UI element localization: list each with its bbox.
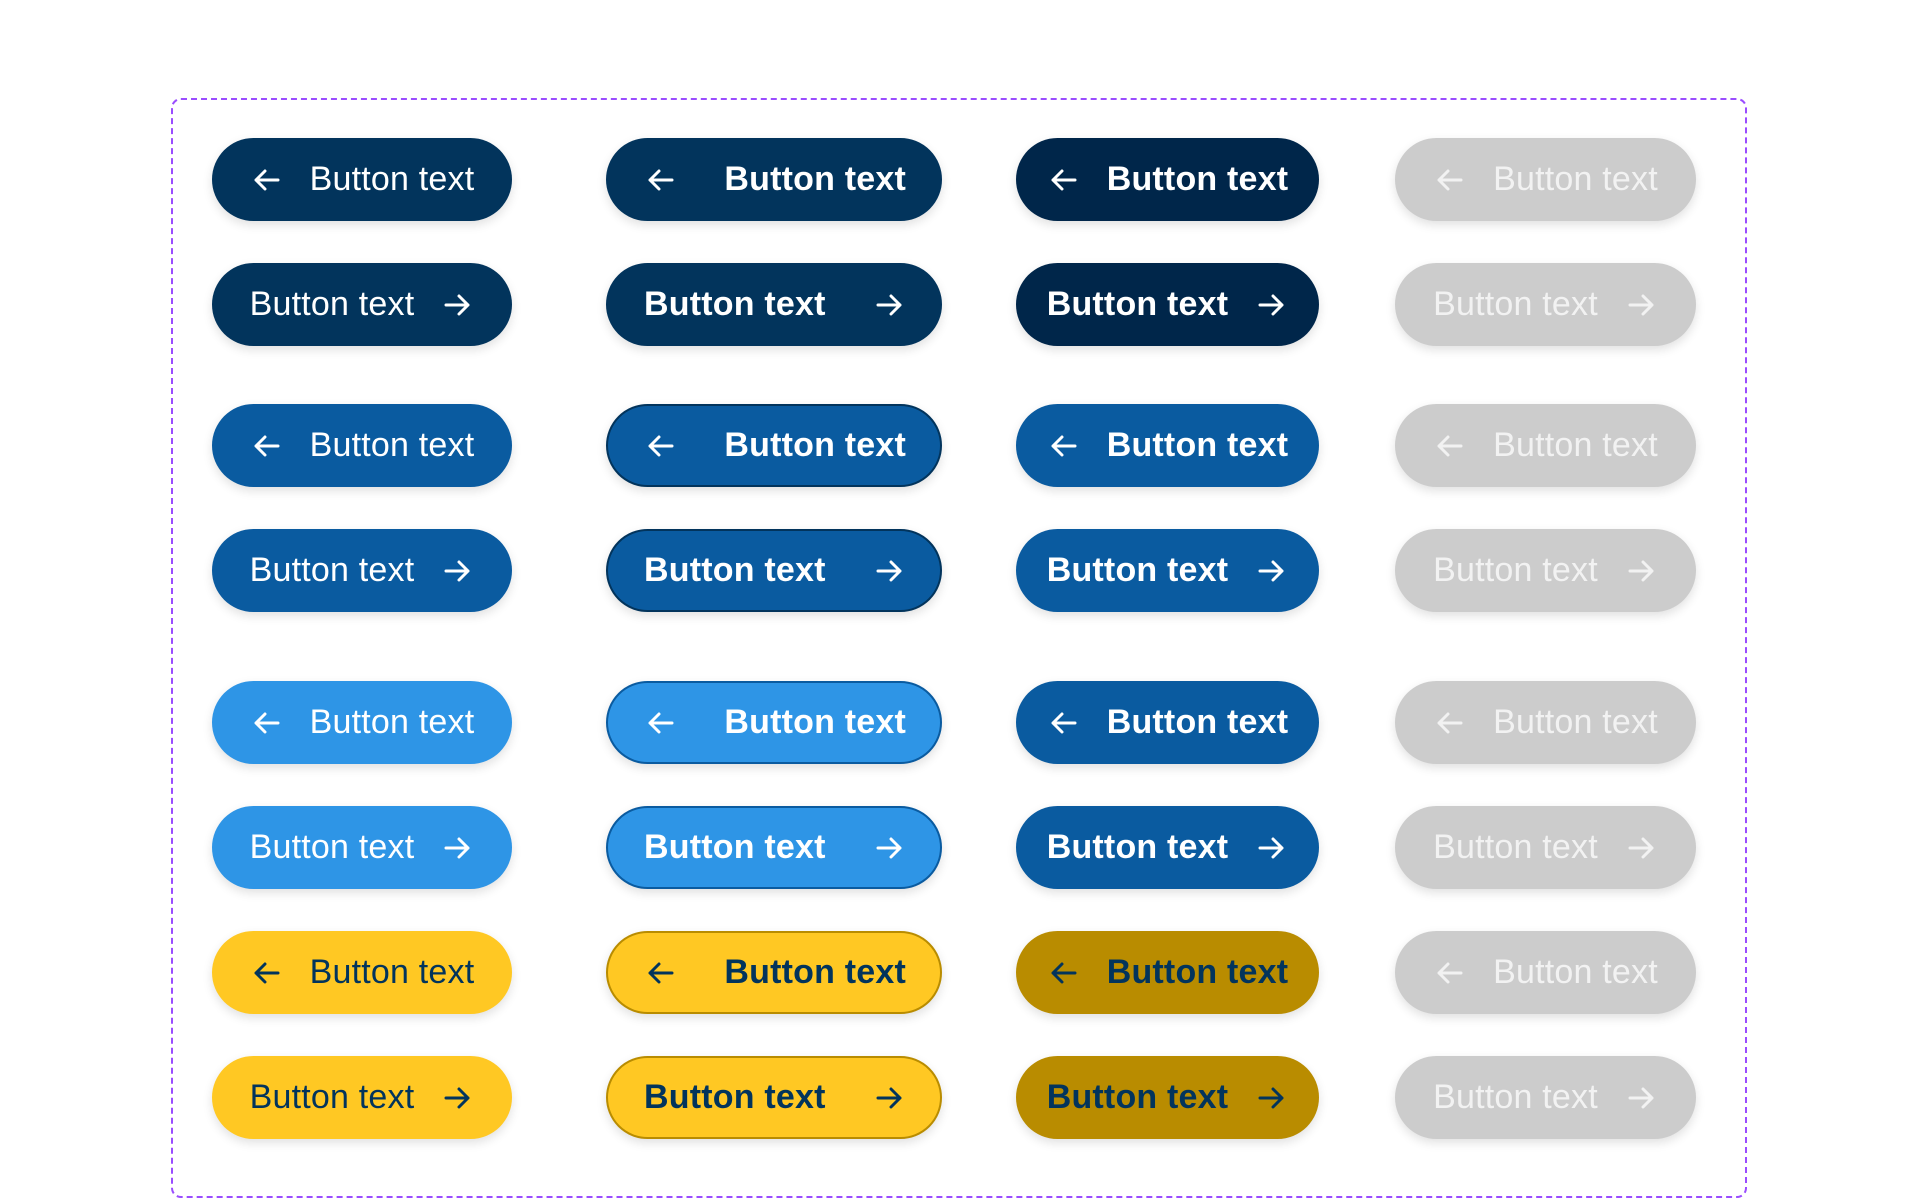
primary-outlined-button-arrow-left[interactable]: Button text: [606, 404, 942, 487]
primary-pressed-button-arrow-left[interactable]: Button text: [1016, 404, 1319, 487]
button-label: Button text: [1433, 285, 1598, 323]
secondary-disabled-button-arrow-left: Button text: [1395, 681, 1696, 764]
button-label: Button text: [1493, 703, 1658, 741]
secondary-default-button-arrow-left[interactable]: Button text: [212, 681, 512, 764]
primary-disabled-button-arrow-right: Button text: [1395, 529, 1696, 612]
arrow-left-icon: [648, 169, 674, 190]
button-label: Button text: [309, 953, 475, 991]
arrow-right-icon: [1258, 294, 1284, 315]
arrow-right-icon: [1258, 560, 1284, 581]
accent-default-button-arrow-right[interactable]: Button text: [212, 1056, 512, 1139]
button-label: Button text: [644, 551, 826, 589]
arrow-left-icon: [254, 962, 280, 983]
arrow-right-icon: [876, 1087, 902, 1108]
arrow-left-icon: [1437, 169, 1463, 190]
arrow-left-icon: [648, 962, 674, 983]
primary-dark-outlined-button-arrow-left[interactable]: Button text: [606, 138, 942, 221]
button-label: Button text: [249, 828, 415, 866]
primary-dark-disabled-button-arrow-left: Button text: [1395, 138, 1696, 221]
secondary-default-button-arrow-right[interactable]: Button text: [212, 806, 512, 889]
button-label: Button text: [724, 953, 906, 991]
button-label: Button text: [724, 426, 906, 464]
arrow-right-icon: [444, 837, 470, 858]
arrow-right-icon: [1628, 837, 1654, 858]
secondary-pressed-button-arrow-left[interactable]: Button text: [1016, 681, 1319, 764]
secondary-disabled-button-arrow-right: Button text: [1395, 806, 1696, 889]
button-label: Button text: [309, 160, 475, 198]
accent-outlined-button-arrow-left[interactable]: Button text: [606, 931, 942, 1014]
button-label: Button text: [1433, 828, 1598, 866]
primary-default-button-arrow-left[interactable]: Button text: [212, 404, 512, 487]
primary-dark-default-button-arrow-right[interactable]: Button text: [212, 263, 512, 346]
accent-outlined-button-arrow-right[interactable]: Button text: [606, 1056, 942, 1139]
button-label: Button text: [1106, 953, 1289, 991]
button-label: Button text: [1433, 551, 1598, 589]
arrow-left-icon: [1437, 962, 1463, 983]
button-label: Button text: [644, 1078, 826, 1116]
button-label: Button text: [1046, 828, 1229, 866]
arrow-right-icon: [876, 294, 902, 315]
button-label: Button text: [1433, 1078, 1598, 1116]
button-label: Button text: [1106, 426, 1289, 464]
button-label: Button text: [249, 551, 415, 589]
secondary-outlined-button-arrow-right[interactable]: Button text: [606, 806, 942, 889]
arrow-left-icon: [1051, 169, 1077, 190]
arrow-right-icon: [444, 560, 470, 581]
accent-pressed-button-arrow-left[interactable]: Button text: [1016, 931, 1319, 1014]
arrow-right-icon: [876, 560, 902, 581]
button-label: Button text: [644, 285, 826, 323]
arrow-left-icon: [648, 435, 674, 456]
button-label: Button text: [644, 828, 826, 866]
button-label: Button text: [249, 1078, 415, 1116]
arrow-right-icon: [1258, 837, 1284, 858]
accent-disabled-button-arrow-left: Button text: [1395, 931, 1696, 1014]
secondary-pressed-button-arrow-right[interactable]: Button text: [1016, 806, 1319, 889]
primary-dark-disabled-button-arrow-right: Button text: [1395, 263, 1696, 346]
button-label: Button text: [249, 285, 415, 323]
accent-disabled-button-arrow-right: Button text: [1395, 1056, 1696, 1139]
arrow-left-icon: [1437, 435, 1463, 456]
button-label: Button text: [1046, 1078, 1229, 1116]
primary-default-button-arrow-right[interactable]: Button text: [212, 529, 512, 612]
button-label: Button text: [1106, 703, 1289, 741]
button-label: Button text: [1493, 953, 1658, 991]
button-label: Button text: [1046, 285, 1229, 323]
button-label: Button text: [1106, 160, 1289, 198]
arrow-right-icon: [444, 294, 470, 315]
button-label: Button text: [1046, 551, 1229, 589]
primary-outlined-button-arrow-right[interactable]: Button text: [606, 529, 942, 612]
primary-dark-outlined-button-arrow-right[interactable]: Button text: [606, 263, 942, 346]
arrow-right-icon: [1628, 560, 1654, 581]
primary-disabled-button-arrow-left: Button text: [1395, 404, 1696, 487]
primary-dark-pressed-button-arrow-right[interactable]: Button text: [1016, 263, 1319, 346]
primary-dark-pressed-button-arrow-left[interactable]: Button text: [1016, 138, 1319, 221]
arrow-left-icon: [254, 169, 280, 190]
button-label: Button text: [724, 703, 906, 741]
arrow-left-icon: [254, 435, 280, 456]
button-label: Button text: [309, 703, 475, 741]
arrow-right-icon: [876, 837, 902, 858]
arrow-right-icon: [1258, 1087, 1284, 1108]
arrow-left-icon: [1437, 712, 1463, 733]
button-label: Button text: [1493, 160, 1658, 198]
arrow-right-icon: [1628, 1087, 1654, 1108]
arrow-left-icon: [1051, 962, 1077, 983]
primary-dark-default-button-arrow-left[interactable]: Button text: [212, 138, 512, 221]
primary-pressed-button-arrow-right[interactable]: Button text: [1016, 529, 1319, 612]
arrow-left-icon: [1051, 712, 1077, 733]
arrow-left-icon: [254, 712, 280, 733]
accent-pressed-button-arrow-right[interactable]: Button text: [1016, 1056, 1319, 1139]
button-label: Button text: [724, 160, 906, 198]
button-label: Button text: [1493, 426, 1658, 464]
button-label: Button text: [309, 426, 475, 464]
arrow-left-icon: [1051, 435, 1077, 456]
arrow-right-icon: [444, 1087, 470, 1108]
arrow-right-icon: [1628, 294, 1654, 315]
arrow-left-icon: [648, 712, 674, 733]
secondary-outlined-button-arrow-left[interactable]: Button text: [606, 681, 942, 764]
accent-default-button-arrow-left[interactable]: Button text: [212, 931, 512, 1014]
